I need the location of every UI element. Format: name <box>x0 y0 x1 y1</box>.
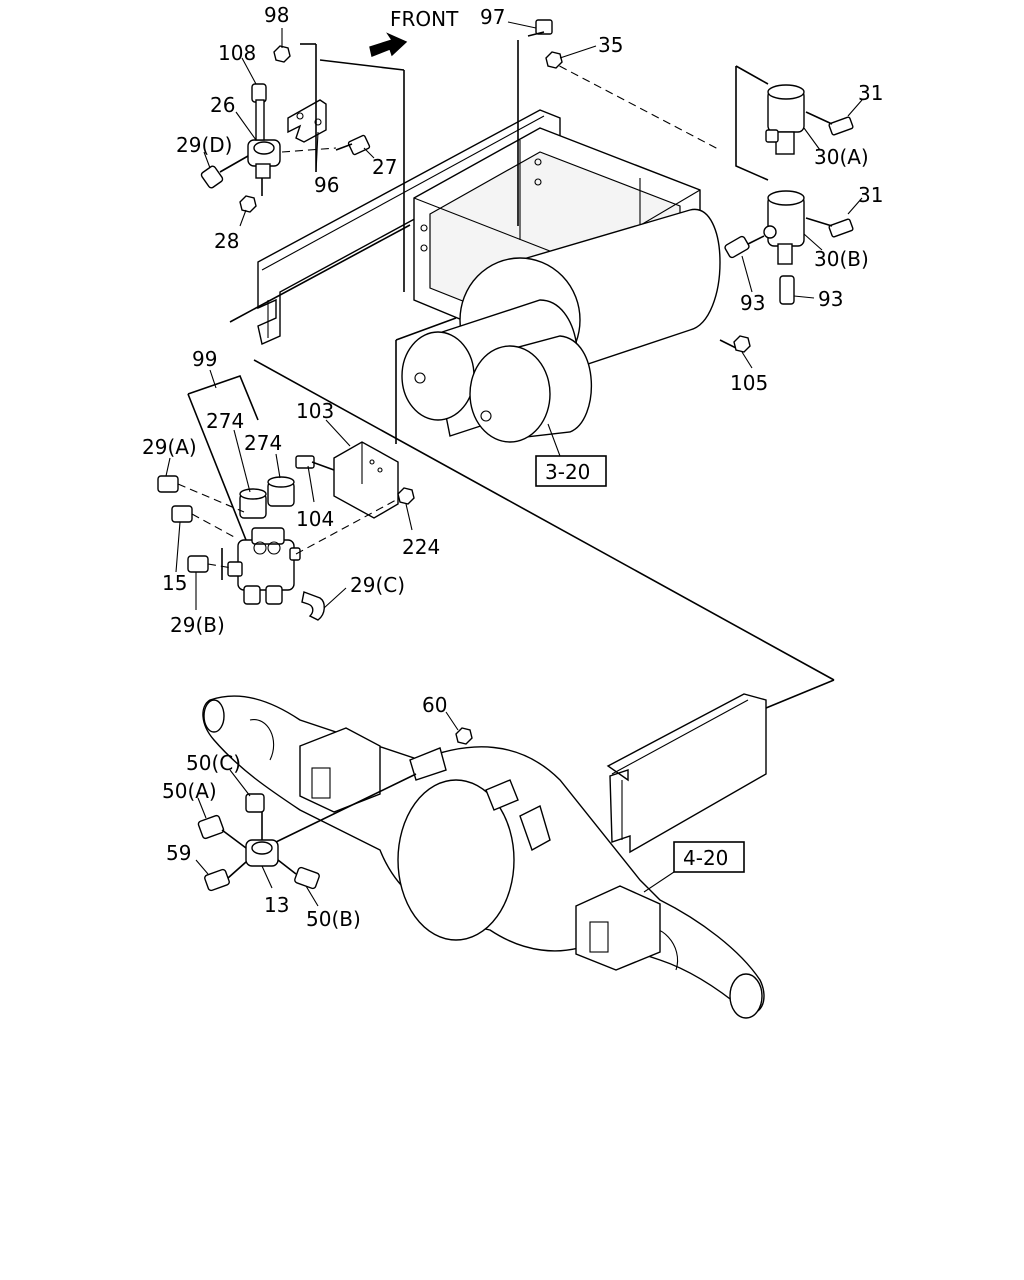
bolt-31a <box>828 116 854 136</box>
callout-29a: 29(A) <box>142 435 197 459</box>
axle-bracket <box>409 747 551 852</box>
ref-box-3-20[interactable]: 3-20 <box>535 455 607 487</box>
callout-29c: 29(C) <box>350 573 405 597</box>
bolt-59 <box>204 868 230 892</box>
fitting-15 <box>171 505 193 523</box>
bracket-103 <box>333 441 399 519</box>
valve-26 <box>200 83 281 189</box>
callout-15: 15 <box>162 571 187 595</box>
axle-spring-seat-right <box>575 885 661 971</box>
callout-103: 103 <box>296 399 334 423</box>
callout-60: 60 <box>422 693 447 717</box>
callout-108: 108 <box>218 41 256 65</box>
callout-29b: 29(B) <box>170 613 225 637</box>
bolt-27 <box>335 134 371 156</box>
valve-30a <box>765 84 805 155</box>
fitting-50a <box>197 814 225 840</box>
callout-96: 96 <box>314 173 339 197</box>
callout-50b: 50(B) <box>306 907 361 931</box>
callout-35: 35 <box>598 33 623 57</box>
callout-99: 99 <box>192 347 217 371</box>
callout-50c: 50(C) <box>186 751 241 775</box>
callout-31a: 31 <box>858 81 883 105</box>
nut-105 <box>733 335 751 353</box>
air-tank-front-right <box>469 335 593 443</box>
callout-104: 104 <box>296 507 334 531</box>
callout-30a: 30(A) <box>814 145 869 169</box>
callout-labels: 98 108 26 29(D) 96 27 28 97 35 31 30(A) … <box>142 3 883 931</box>
valve-13 <box>245 839 279 867</box>
callout-93b: 93 <box>818 287 843 311</box>
lower-frame-rail <box>606 693 767 854</box>
callout-274a: 274 <box>206 409 244 433</box>
ref-box-4-20[interactable]: 4-20 <box>673 841 745 873</box>
valve-30b <box>763 190 805 265</box>
callout-50a: 50(A) <box>162 779 217 803</box>
callout-30b: 30(B) <box>814 247 869 271</box>
callout-59: 59 <box>166 841 191 865</box>
leader-lines <box>165 21 863 907</box>
fitting-29b <box>187 555 209 573</box>
nut-60 <box>455 727 473 745</box>
ref-label-4-20: 4-20 <box>683 846 728 870</box>
callout-97: 97 <box>480 5 505 29</box>
front-label: FRONT <box>390 7 459 31</box>
fitting-93b <box>779 275 795 305</box>
fitting-93a <box>724 235 750 259</box>
fitting-50b <box>294 866 320 890</box>
front-arrow <box>369 32 408 57</box>
callout-26: 26 <box>210 93 235 117</box>
callout-105: 105 <box>730 371 768 395</box>
nut-98 <box>273 45 291 63</box>
fitting-50c <box>245 793 265 813</box>
bolt-97 <box>527 19 553 37</box>
axle-spring-seat-left <box>299 727 381 813</box>
callout-274b: 274 <box>244 431 282 455</box>
callout-13: 13 <box>264 893 289 917</box>
nut-35 <box>545 51 563 69</box>
filter-274a <box>239 488 267 519</box>
bracket-96 <box>287 99 327 143</box>
filter-274b <box>267 476 295 507</box>
fitting-29a <box>157 475 179 493</box>
callout-224: 224 <box>402 535 440 559</box>
bolt-104 <box>295 455 315 469</box>
callout-31b: 31 <box>858 183 883 207</box>
callout-28: 28 <box>214 229 239 253</box>
bolt-31b <box>828 218 854 238</box>
fitting-29c <box>301 591 325 621</box>
nut-224 <box>397 487 415 505</box>
relay-valve-99 <box>227 527 301 605</box>
nut-28 <box>239 195 257 213</box>
callout-93a: 93 <box>740 291 765 315</box>
callout-29d: 29(D) <box>176 133 232 157</box>
callout-98: 98 <box>264 3 289 27</box>
callout-27: 27 <box>372 155 397 179</box>
ref-label-3-20: 3-20 <box>545 460 590 484</box>
